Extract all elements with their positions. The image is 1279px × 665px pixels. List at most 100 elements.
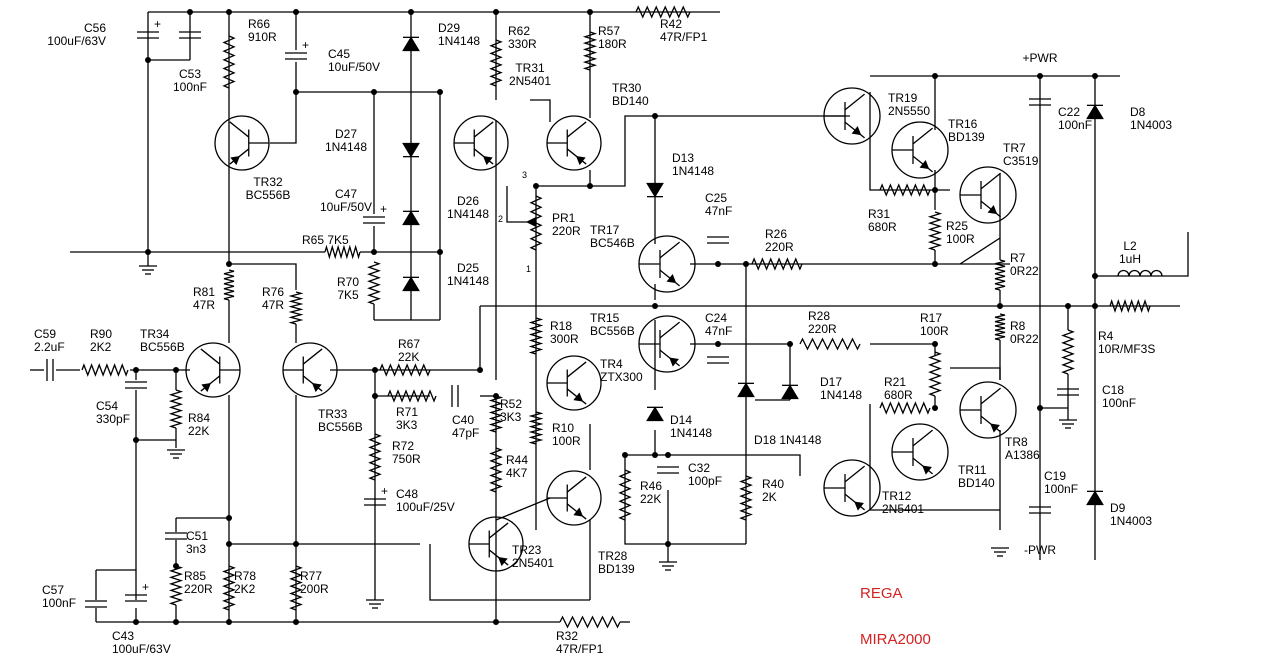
- label-r77-value: 200R: [300, 582, 329, 596]
- label-r28-value: 220R: [808, 322, 837, 336]
- resistor-r78: [222, 565, 236, 611]
- junction-dot: [932, 73, 938, 79]
- label-c56-ref: C56: [84, 21, 106, 35]
- junction-dot: [533, 183, 539, 189]
- label-pr1-value: 220R: [552, 224, 581, 238]
- resistor-r85: [168, 565, 184, 606]
- label-tr4-value: ZTX300: [600, 370, 643, 384]
- pr1-pin-2: 2: [498, 214, 503, 224]
- svg-text:+: +: [380, 202, 387, 216]
- label-r42-value: 47R/FP1: [660, 30, 708, 44]
- resistor-r71: [387, 389, 437, 403]
- resistor-r4: [1109, 298, 1151, 314]
- resistor-r84: [168, 389, 184, 429]
- label-r52-value: 3K3: [500, 410, 522, 424]
- label-r81-value: 47R: [193, 298, 215, 312]
- junction-dot: [932, 405, 938, 411]
- inductor-l2: [1117, 269, 1163, 277]
- label-r26-ref: R26: [765, 227, 787, 241]
- wire: [869, 92, 950, 191]
- label-r17-value: 100R: [920, 324, 949, 338]
- label-c53-value: 100nF: [173, 80, 207, 94]
- label-c32-ref: C32: [688, 461, 710, 475]
- capacitor-c47: +: [363, 202, 387, 224]
- label-tr12-value: 2N5401: [882, 502, 924, 516]
- junction-dot: [372, 393, 378, 399]
- diode-d29: [402, 36, 420, 52]
- resistor-r90: [81, 363, 129, 377]
- label-r4-ref: R4: [1098, 329, 1114, 343]
- transistor-tr15: [638, 315, 696, 373]
- label-c45-ref: C45: [328, 47, 350, 61]
- svg-text:+: +: [302, 38, 309, 52]
- label-r66-ref: R66: [248, 17, 270, 31]
- label-r67-value: 22K: [398, 350, 419, 364]
- label-c48-value: 100uF/25V: [396, 500, 455, 514]
- junction-dot: [1065, 303, 1071, 309]
- label-c57-value: 100nF: [42, 596, 76, 610]
- resistor-r72: [368, 433, 382, 481]
- resistor-r84b: [1061, 329, 1075, 375]
- diode-d14: [646, 406, 664, 422]
- label-r10-ref: R10: [552, 421, 574, 435]
- label-c19-ref: C19: [1044, 469, 1066, 483]
- junction-dot: [145, 249, 151, 255]
- capacitor-c18: [1057, 388, 1079, 396]
- label-r72-ref: R72: [392, 439, 414, 453]
- label-tr12-ref: TR12: [882, 489, 912, 503]
- label-c59-ref: C59: [34, 327, 56, 341]
- label-r67-ref: R67: [398, 337, 420, 351]
- capacitor-c45: +: [285, 38, 309, 60]
- label-r71-ref: R71: [396, 405, 418, 419]
- label-r31-value: 680R: [868, 220, 897, 234]
- junction-dot: [622, 452, 628, 458]
- transistor-tr34: [185, 342, 241, 398]
- label-c22-ref: C22: [1058, 105, 1080, 119]
- label-tr8-ref: TR8: [1005, 435, 1028, 449]
- diode-d25: [402, 276, 420, 292]
- label-c57-ref: C57: [42, 583, 64, 597]
- label-c22-value: 100nF: [1058, 118, 1092, 132]
- ground-placeholder: [991, 547, 1009, 557]
- junction-dots: [133, 9, 1098, 625]
- wire: [625, 454, 801, 476]
- junction-dot: [652, 303, 658, 309]
- label-r70-ref: R70: [337, 275, 359, 289]
- transistor-tr28: [546, 470, 602, 526]
- junction-dot: [715, 341, 721, 347]
- label-r18-ref: R18: [550, 319, 572, 333]
- label-d26-ref: D26: [457, 194, 479, 208]
- transistor-tr4: [546, 355, 602, 411]
- junction-dot: [932, 261, 938, 267]
- label-c25-ref: C25: [705, 191, 727, 205]
- junction-dot: [743, 261, 749, 267]
- label-tr16-value: BD139: [948, 130, 985, 144]
- label-tr28-value: BD139: [598, 562, 635, 576]
- wire: [624, 455, 746, 545]
- junction-dot: [437, 89, 443, 95]
- label-tr15-ref: TR15: [590, 311, 620, 325]
- diode-d18: [737, 382, 755, 398]
- resistor-r76: [288, 291, 304, 325]
- label-tr17-ref: TR17: [590, 223, 620, 237]
- junction-dot: [1037, 73, 1043, 79]
- label-tr16-ref: TR16: [948, 117, 978, 131]
- label-d29-value: 1N4148: [438, 34, 480, 48]
- junction-dot: [493, 9, 499, 15]
- junction-dot: [1092, 73, 1098, 79]
- label-r31-ref: R31: [868, 207, 890, 221]
- label-l2-ref: L2: [1123, 239, 1137, 253]
- capacitor-c54: [125, 381, 147, 389]
- capacitor-c48: +: [364, 484, 388, 506]
- junction-dot: [293, 619, 299, 625]
- label-r26-value: 220R: [765, 240, 794, 254]
- junction-dot: [293, 9, 299, 15]
- label-d14-ref: D14: [670, 413, 692, 427]
- label-r85-ref: R85: [184, 569, 206, 583]
- diode-d17: [781, 384, 799, 400]
- label-r46-ref: R46: [640, 479, 662, 493]
- junction-dot: [226, 261, 232, 267]
- resistor-r81: [223, 269, 235, 301]
- label-r66-value: 910R: [248, 30, 277, 44]
- label-r25-value: 100R: [946, 232, 975, 246]
